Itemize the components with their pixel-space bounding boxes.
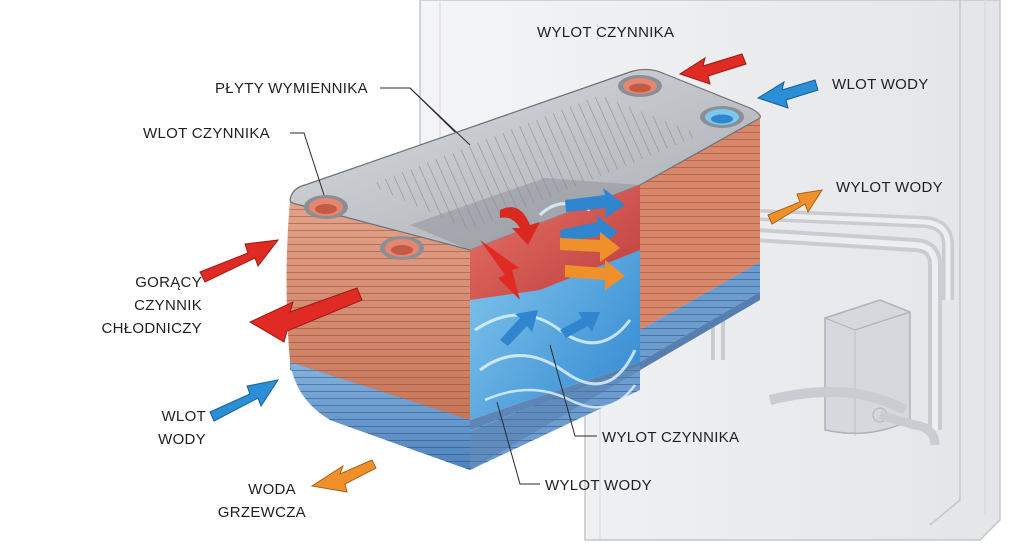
water-outlet-right-arrow [767, 189, 824, 225]
label-heating-water-line2: GRZEWCZA [218, 504, 306, 521]
refrigerant-outlet-port [380, 236, 424, 260]
label-refrigerant-outlet-top: WYLOT CZYNNIKA [537, 24, 674, 41]
labels: WYLOT CZYNNIKA PŁYTY WYMIENNIKA WLOT WOD… [101, 24, 942, 521]
label-refrigerant-outlet-bottom: WYLOT CZYNNIKA [602, 429, 739, 446]
heating-water-outlet-arrow [310, 459, 377, 493]
water-inlet-left-arrow [209, 379, 280, 422]
internal-water-arrow [560, 312, 600, 338]
water-inlet-top-arrow [756, 79, 819, 109]
label-hot-refrigerant-line1: GORĄCY [135, 274, 202, 291]
plate-heat-exchanger [286, 68, 761, 470]
refrigerant-inlet-port [304, 195, 348, 219]
leader-lines [290, 87, 597, 485]
water-top-port [700, 106, 744, 128]
internal-outflow-arrow [565, 260, 625, 290]
label-heating-water-line1: WODA [248, 481, 296, 498]
label-exchanger-plates: PŁYTY WYMIENNIKA [215, 80, 368, 97]
label-water-inlet-left-line1: WLOT [161, 408, 206, 425]
internal-outflow-arrow [560, 232, 620, 262]
label-water-outlet-bottom: WYLOT WODY [545, 477, 652, 494]
label-hot-refrigerant-line3: CHŁODNICZY [101, 320, 202, 337]
label-refrigerant-inlet: WLOT CZYNNIKA [143, 125, 270, 142]
internal-refrigerant-arrow [500, 207, 540, 245]
cutaway-interior [470, 185, 640, 420]
refrigerant-top-port [618, 75, 662, 97]
label-water-inlet-left-line2: WODY [158, 431, 206, 448]
refrigerant-outlet-top-arrow [678, 53, 747, 85]
hot-refrigerant-outlet-arrow [248, 287, 363, 343]
label-hot-refrigerant-line2: CZYNNIK [134, 297, 202, 314]
label-water-outlet-right: WYLOT WODY [836, 179, 943, 196]
internal-water-arrow [500, 310, 538, 346]
hot-refrigerant-inlet-arrow [199, 239, 280, 283]
label-water-inlet-top: WLOT WODY [832, 76, 929, 93]
internal-water-arrow [565, 188, 625, 218]
flow-arrows [199, 53, 824, 493]
internal-refrigerant-arrow [480, 240, 520, 300]
